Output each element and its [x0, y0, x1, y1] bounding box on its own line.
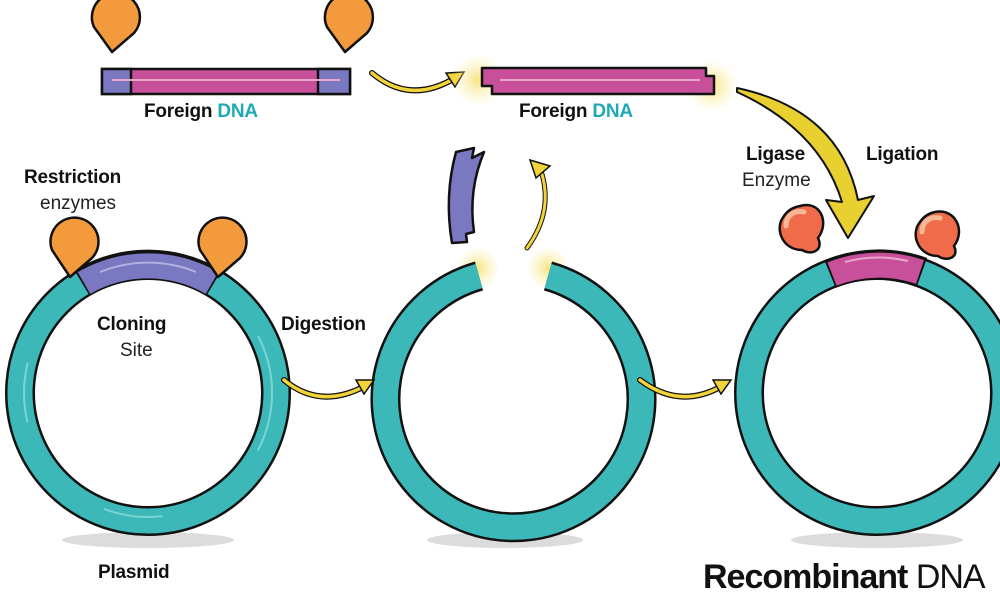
foreign-word: Foreign	[519, 101, 588, 122]
restriction-enzyme-icon	[323, 0, 375, 54]
title-bold: Recombinant	[703, 558, 908, 596]
foreign-word: Foreign	[144, 101, 213, 122]
cloning-label: Cloning	[97, 314, 167, 335]
restriction-label: Restriction	[24, 167, 122, 188]
enzyme-label: Enzyme	[742, 170, 811, 191]
ligation-arrow-icon	[736, 87, 875, 239]
plasmid-label: Plasmid	[98, 562, 170, 583]
digestion-label: Digestion	[281, 314, 366, 335]
restriction-enzyme-icon	[49, 216, 100, 279]
foreign-dna-label-uncut: Foreign DNA	[144, 101, 258, 123]
foreign-dna-label-cut: Foreign DNA	[519, 101, 633, 123]
title-dna: DNA	[915, 558, 986, 596]
plasmid-ring	[5, 250, 291, 536]
ligation-label: Ligation	[866, 144, 939, 165]
restriction-enzyme-icon	[90, 0, 142, 54]
dna-word: DNA	[217, 101, 258, 122]
enzymes-label: enzymes	[40, 193, 117, 214]
recombinant-shadow	[791, 532, 963, 548]
ligase-enzyme-icon	[914, 210, 961, 260]
restriction-enzyme-icon	[197, 216, 248, 279]
title-regular: DNA	[907, 558, 986, 596]
excised-cloning-site-fragment	[447, 146, 486, 245]
recombinant-plasmid-ring	[734, 250, 1000, 536]
site-label: Site	[120, 340, 153, 361]
dna-word: DNA	[592, 101, 633, 122]
foreign-dna-strand-uncut	[100, 67, 352, 96]
recombinant-dna-title: Recombinant DNA	[703, 558, 986, 597]
digested-plasmid-ring	[370, 261, 657, 543]
ligase-label: Ligase	[746, 144, 805, 165]
plasmid-shadow	[62, 532, 234, 548]
ligase-enzyme-icon	[778, 203, 825, 254]
